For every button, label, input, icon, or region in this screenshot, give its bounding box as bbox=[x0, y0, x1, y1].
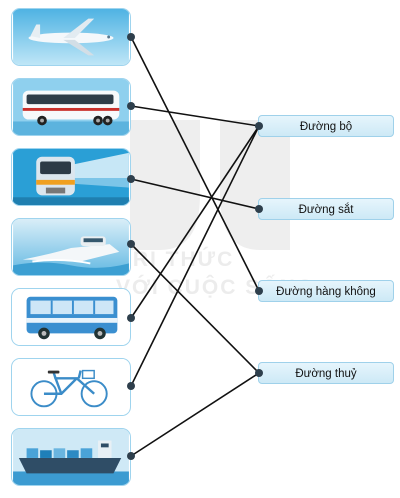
connection-airplane-air bbox=[130, 36, 260, 292]
hovercraft-icon bbox=[13, 219, 129, 275]
dot-cargo-ship bbox=[127, 452, 135, 460]
connection-train-rail bbox=[130, 178, 260, 210]
dot-train bbox=[127, 175, 135, 183]
connection-hovercraft-water bbox=[130, 243, 260, 374]
airplane-card[interactable] bbox=[11, 8, 131, 66]
bicycle-icon bbox=[13, 359, 129, 415]
hovercraft-card[interactable] bbox=[11, 218, 131, 276]
train-card[interactable] bbox=[11, 148, 131, 206]
cargo-ship-card[interactable] bbox=[11, 428, 131, 486]
dot-bus bbox=[127, 102, 135, 110]
bus-icon bbox=[13, 79, 129, 135]
airplane-icon bbox=[13, 9, 129, 65]
label-water[interactable]: Đường thuỷ bbox=[258, 362, 394, 384]
connection-bicycle-road bbox=[130, 125, 260, 387]
dot-city-bus bbox=[127, 314, 135, 322]
dot-air bbox=[255, 287, 263, 295]
connection-cargo-ship-water bbox=[130, 372, 260, 457]
label-air[interactable]: Đường hàng không bbox=[258, 280, 394, 302]
label-road[interactable]: Đường bộ bbox=[258, 115, 394, 137]
dot-bicycle bbox=[127, 382, 135, 390]
bicycle-card[interactable] bbox=[11, 358, 131, 416]
watermark-text-1: TRI THỨC bbox=[118, 248, 235, 271]
dot-road bbox=[255, 122, 263, 130]
dot-water bbox=[255, 369, 263, 377]
dot-hovercraft bbox=[127, 240, 135, 248]
city-bus-card[interactable] bbox=[11, 288, 131, 346]
cargo-ship-icon bbox=[13, 429, 129, 485]
connection-bus-road bbox=[130, 105, 260, 127]
train-icon bbox=[13, 149, 129, 205]
city-bus-icon bbox=[13, 289, 129, 345]
connection-city-bus-road bbox=[130, 125, 260, 319]
dot-airplane bbox=[127, 33, 135, 41]
label-rail[interactable]: Đường sắt bbox=[258, 198, 394, 220]
bus-card[interactable] bbox=[11, 78, 131, 136]
dot-rail bbox=[255, 205, 263, 213]
